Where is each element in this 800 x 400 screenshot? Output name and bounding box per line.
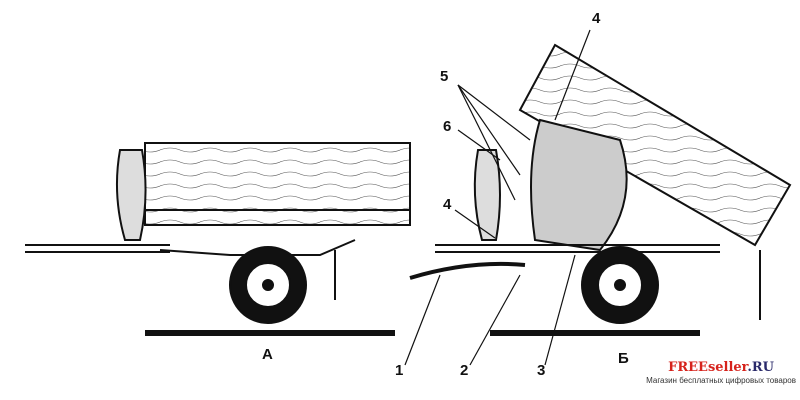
leader-lines — [404, 29, 591, 366]
watermark-tagline: Магазин бесплатных цифровых товаров — [646, 376, 796, 385]
part-label-6: 6 — [443, 118, 452, 135]
brand-main: FREEseller — [668, 360, 748, 375]
part-label-5: 5 — [440, 68, 449, 85]
cargo-body — [144, 142, 411, 226]
part-label-1: 1 — [395, 362, 404, 379]
spare-wheel — [473, 149, 501, 241]
tipped-body — [518, 43, 792, 247]
hose — [409, 261, 526, 280]
view-a-label: А — [262, 346, 273, 363]
trailer-view-b — [404, 29, 792, 366]
brand-suffix: .RU — [747, 360, 775, 375]
view-b-label: Б — [618, 350, 629, 367]
part-label-4-top: 4 — [592, 10, 601, 27]
watermark-brand: FREEseller.RU — [646, 360, 796, 375]
lift-bags — [530, 118, 628, 252]
part-label-3: 3 — [537, 362, 546, 379]
part-label-4-side: 4 — [443, 196, 452, 213]
watermark: FREEseller.RU Магазин бесплатных цифровы… — [646, 360, 796, 385]
part-label-2: 2 — [460, 362, 469, 379]
spare-wheel — [115, 149, 147, 241]
trailer-view-a — [25, 142, 411, 336]
